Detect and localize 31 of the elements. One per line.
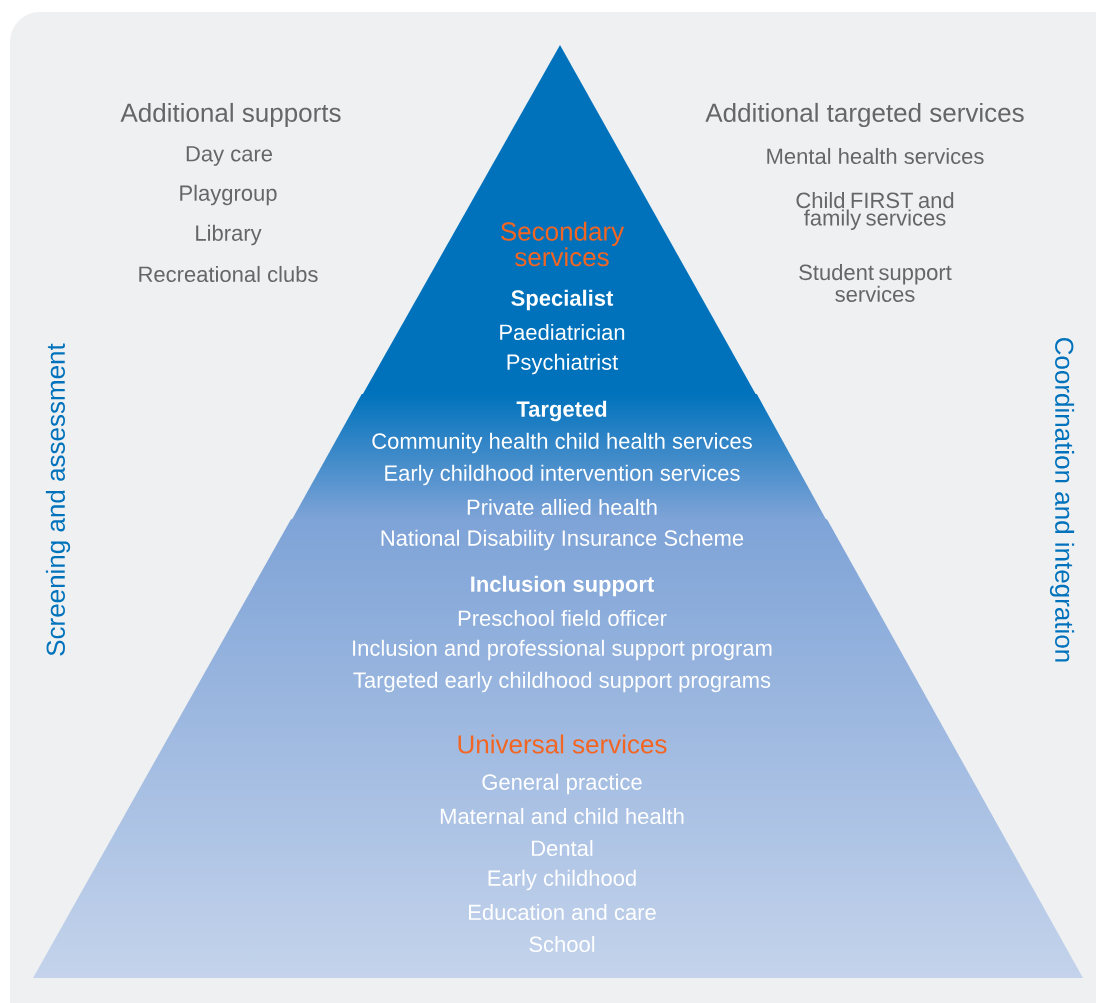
service-item: Child FIRST and family services: [796, 192, 954, 230]
service-item: National Disability Insurance Scheme: [381, 529, 744, 551]
tier-heading: Secondary services: [501, 221, 625, 267]
service-item: Early childhood intervention services: [385, 464, 740, 486]
service-item: Library: [196, 224, 262, 246]
tier-heading: Universal services: [458, 734, 667, 754]
section-heading: Inclusion support: [471, 575, 654, 597]
service-item: Day care: [186, 146, 272, 166]
service-item: Targeted early childhood support programs: [353, 671, 771, 693]
service-item: Playgroup: [180, 184, 277, 206]
service-item: Student support services: [799, 264, 952, 302]
group-heading: Additional supports: [120, 102, 341, 128]
service-item: Inclusion and professional support program: [353, 639, 772, 661]
group-heading: Additional targeted services: [705, 102, 1024, 128]
service-item: Maternal and child health: [440, 807, 684, 825]
service-item: Education and care: [469, 903, 656, 921]
service-item: General practice: [482, 773, 642, 795]
service-item: Mental health services: [767, 147, 984, 165]
service-item: Private allied health: [467, 498, 657, 516]
service-item: Recreational clubs: [139, 265, 318, 283]
section-heading: Targeted: [516, 400, 607, 422]
service-item: Early childhood: [488, 869, 636, 891]
service-item: Community health child health services: [372, 432, 752, 454]
section-heading: Specialist: [511, 289, 614, 311]
service-item: Psychiatrist: [507, 353, 619, 375]
side-label: Coordination and integration: [1049, 338, 1075, 662]
service-item: Dental: [532, 839, 593, 857]
service-item: Paediatrician: [500, 323, 625, 341]
side-label: Screening and assessment: [45, 343, 71, 656]
service-item: Preschool field officer: [458, 609, 667, 627]
service-item: School: [529, 935, 595, 953]
